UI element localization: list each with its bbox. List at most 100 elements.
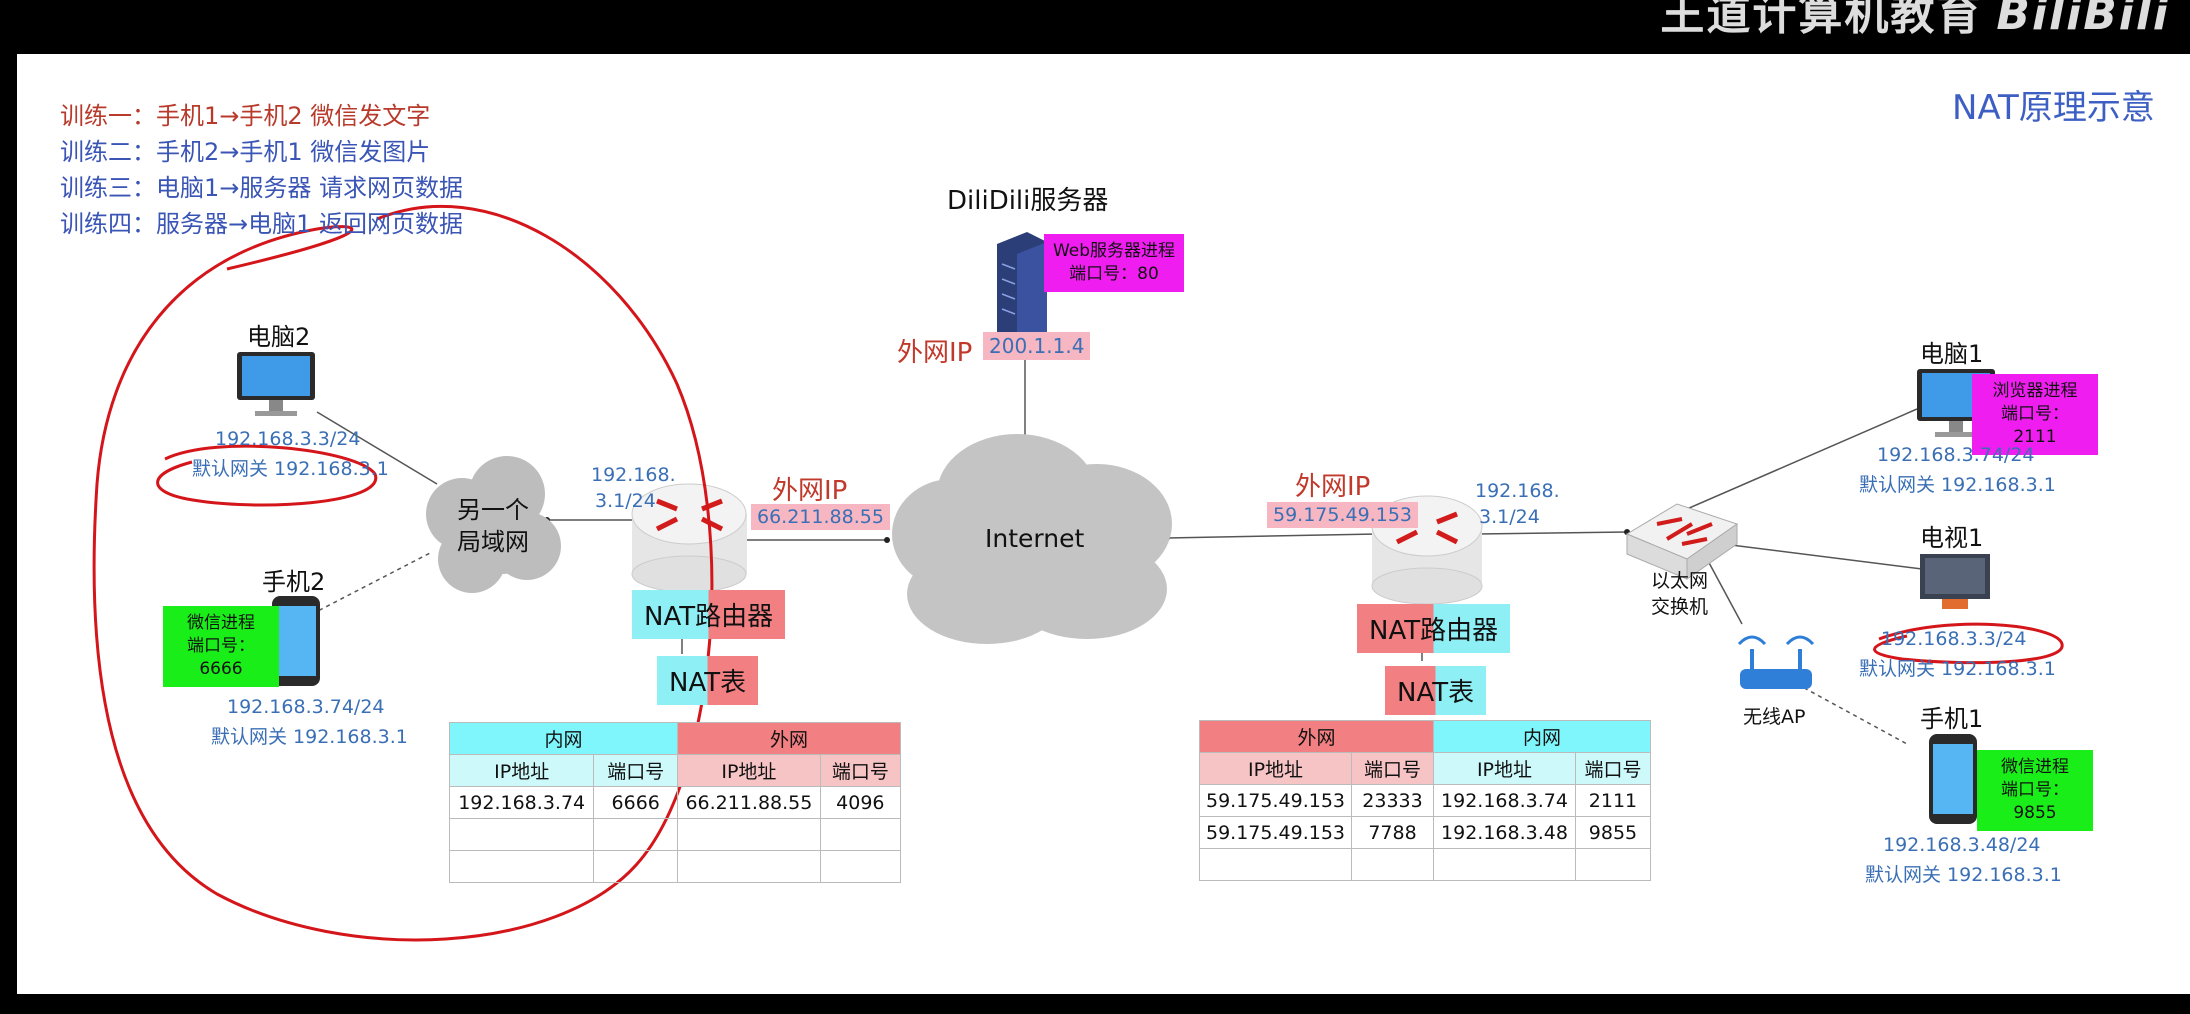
right-router-lan-ip-line2: 3.1/24 (1479, 506, 1540, 528)
switch-label-1: 以太网 (1651, 570, 1709, 592)
server-process-tag: Web服务器进程 端口号：80 (1044, 234, 1184, 292)
table-cell (1433, 848, 1576, 881)
table-cell (819, 850, 902, 883)
switch-icon (1625, 503, 1739, 580)
table-cell (819, 818, 902, 851)
pc2-ip: 192.168.3.3/24 (215, 428, 361, 450)
lan-cloud-label-2: 局域网 (457, 528, 529, 556)
right-nat-group-inner: 内网 (1433, 720, 1651, 753)
exercise-4: 训练四：服务器→电脑1 返回网页数据 (60, 210, 464, 238)
right-nat-col-header: 端口号 (1351, 752, 1435, 785)
table-cell: 192.168.3.48 (1433, 816, 1576, 849)
table-cell: 2111 (1574, 784, 1652, 817)
annotation-big-circle (92, 204, 714, 942)
left-router-lan-ip-line2: 3.1/24 (595, 490, 656, 512)
right-nat-col-header: IP地址 (1198, 752, 1353, 785)
table-cell (1351, 848, 1435, 881)
phone1-ip: 192.168.3.48/24 (1883, 834, 2041, 856)
pc2-monitor-icon (237, 352, 315, 416)
right-router-wan-label: 外网IP (1295, 472, 1371, 502)
left-router-lan-ip-line1: 192.168. (591, 464, 676, 486)
link-switch-tv1 (1706, 541, 1923, 570)
link-internet-router-right (1166, 533, 1378, 539)
right-nat-group-outer: 外网 (1198, 720, 1435, 753)
ap-label: 无线AP (1743, 706, 1806, 728)
channel-watermark: 王道计算机教育 BiliBili (1660, 0, 2170, 42)
left-nat-col-header: 端口号 (593, 754, 679, 787)
left-nat-col-header: IP地址 (677, 754, 821, 787)
hand-drawn-annotations (92, 204, 2064, 942)
router-left-icon (631, 483, 747, 593)
left-router-wan-ip: 66.211.88.55 (751, 504, 890, 530)
tv1-name: 电视1 (1920, 524, 1984, 552)
switch-label-2: 交换机 (1651, 596, 1709, 618)
phone1-process-port: 端口号：9855 (2001, 780, 2069, 823)
internet-cloud-icon (892, 434, 1172, 644)
phone2-name: 手机2 (262, 568, 326, 596)
right-nat-table-label: NAT表 (1385, 666, 1487, 715)
pc1-process-port: 端口号：2111 (2001, 404, 2069, 447)
server-ip-label: 外网IP (897, 338, 973, 368)
phone2-process-port: 端口号：6666 (187, 636, 255, 679)
table-cell (1198, 848, 1353, 881)
link-switch-ap (1706, 558, 1743, 625)
link-phone2-cloud (311, 551, 433, 615)
right-nat-col-header: IP地址 (1433, 752, 1576, 785)
left-nat-table: 内网 外网 IP地址 端口号 IP地址 端口号 192.168.3.74 666… (448, 722, 902, 883)
bilibili-logo: BiliBili (1996, 0, 2170, 40)
right-nat-col-header: 端口号 (1574, 752, 1652, 785)
left-nat-router-label: NAT路由器 (632, 590, 786, 639)
table-cell (677, 818, 821, 851)
exercise-3: 训练三：电脑1→服务器 请求网页数据 (60, 174, 464, 202)
tv1-gateway: 默认网关 192.168.3.1 (1859, 658, 2056, 680)
channel-text: 王道计算机教育 (1660, 0, 1983, 40)
table-row (448, 850, 902, 883)
table-cell (1574, 848, 1652, 881)
link-pc2-cloud (316, 411, 438, 485)
table-cell: 6666 (593, 786, 679, 819)
right-nat-router-label: NAT路由器 (1357, 604, 1511, 653)
right-router-lan-ip-line1: 192.168. (1475, 480, 1560, 502)
phone1-process-name: 微信进程 (2001, 757, 2069, 777)
table-row: 59.175.49.153 7788 192.168.3.48 9855 (1198, 816, 1652, 849)
table-row (448, 818, 902, 851)
left-nat-col-header: IP地址 (448, 754, 595, 787)
server-process-name: Web服务器进程 (1052, 241, 1176, 261)
right-router-wan-ip: 59.175.49.153 (1267, 502, 1419, 528)
table-cell: 59.175.49.153 (1198, 784, 1353, 817)
left-nat-group-inner: 内网 (448, 722, 679, 755)
pc1-process-name: 浏览器进程 (1992, 381, 2078, 401)
lan-cloud-icon (426, 456, 561, 593)
exercise-1: 训练一：手机1→手机2 微信发文字 (60, 102, 431, 130)
left-router-wan-label: 外网IP (772, 476, 848, 506)
pc1-name: 电脑1 (1920, 340, 1984, 368)
phone1-name: 手机1 (1920, 705, 1984, 733)
table-row (1198, 848, 1652, 881)
phone1-icon (1929, 734, 1977, 824)
table-cell: 59.175.49.153 (1198, 816, 1353, 849)
table-cell: 4096 (819, 786, 902, 819)
table-cell: 192.168.3.74 (1433, 784, 1576, 817)
tv1-icon (1920, 554, 1990, 609)
phone2-gateway: 默认网关 192.168.3.1 (211, 726, 408, 748)
table-row: 192.168.3.74 6666 66.211.88.55 4096 (448, 786, 902, 819)
exercise-2: 训练二：手机2→手机1 微信发图片 (60, 138, 431, 166)
network-diagram-graphics (92, 204, 2064, 942)
phone2-ip: 192.168.3.74/24 (227, 696, 385, 718)
phone2-icon (272, 596, 320, 686)
table-cell (677, 850, 821, 883)
pc1-ip: 192.168.3.74/24 (1877, 444, 2035, 466)
wireless-ap-icon (1737, 635, 1815, 689)
table-cell (448, 818, 595, 851)
phone1-gateway: 默认网关 192.168.3.1 (1865, 864, 2062, 886)
table-cell (593, 818, 679, 851)
server-icon (997, 232, 1047, 352)
phone2-process-tag: 微信进程 端口号：6666 (163, 606, 279, 687)
left-nat-table-label: NAT表 (657, 656, 759, 705)
right-nat-table: 外网 内网 IP地址 端口号 IP地址 端口号 59.175.49.153 23… (1198, 720, 1652, 881)
link-router-right-switch (1476, 531, 1628, 535)
server-process-port: 端口号：80 (1069, 264, 1159, 284)
left-nat-group-outer: 外网 (677, 722, 901, 755)
slide: 训练一：手机1→手机2 微信发文字 训练二：手机2→手机1 微信发图片 训练三：… (17, 54, 2190, 994)
pc1-process-tag: 浏览器进程 端口号：2111 (1972, 374, 2098, 455)
